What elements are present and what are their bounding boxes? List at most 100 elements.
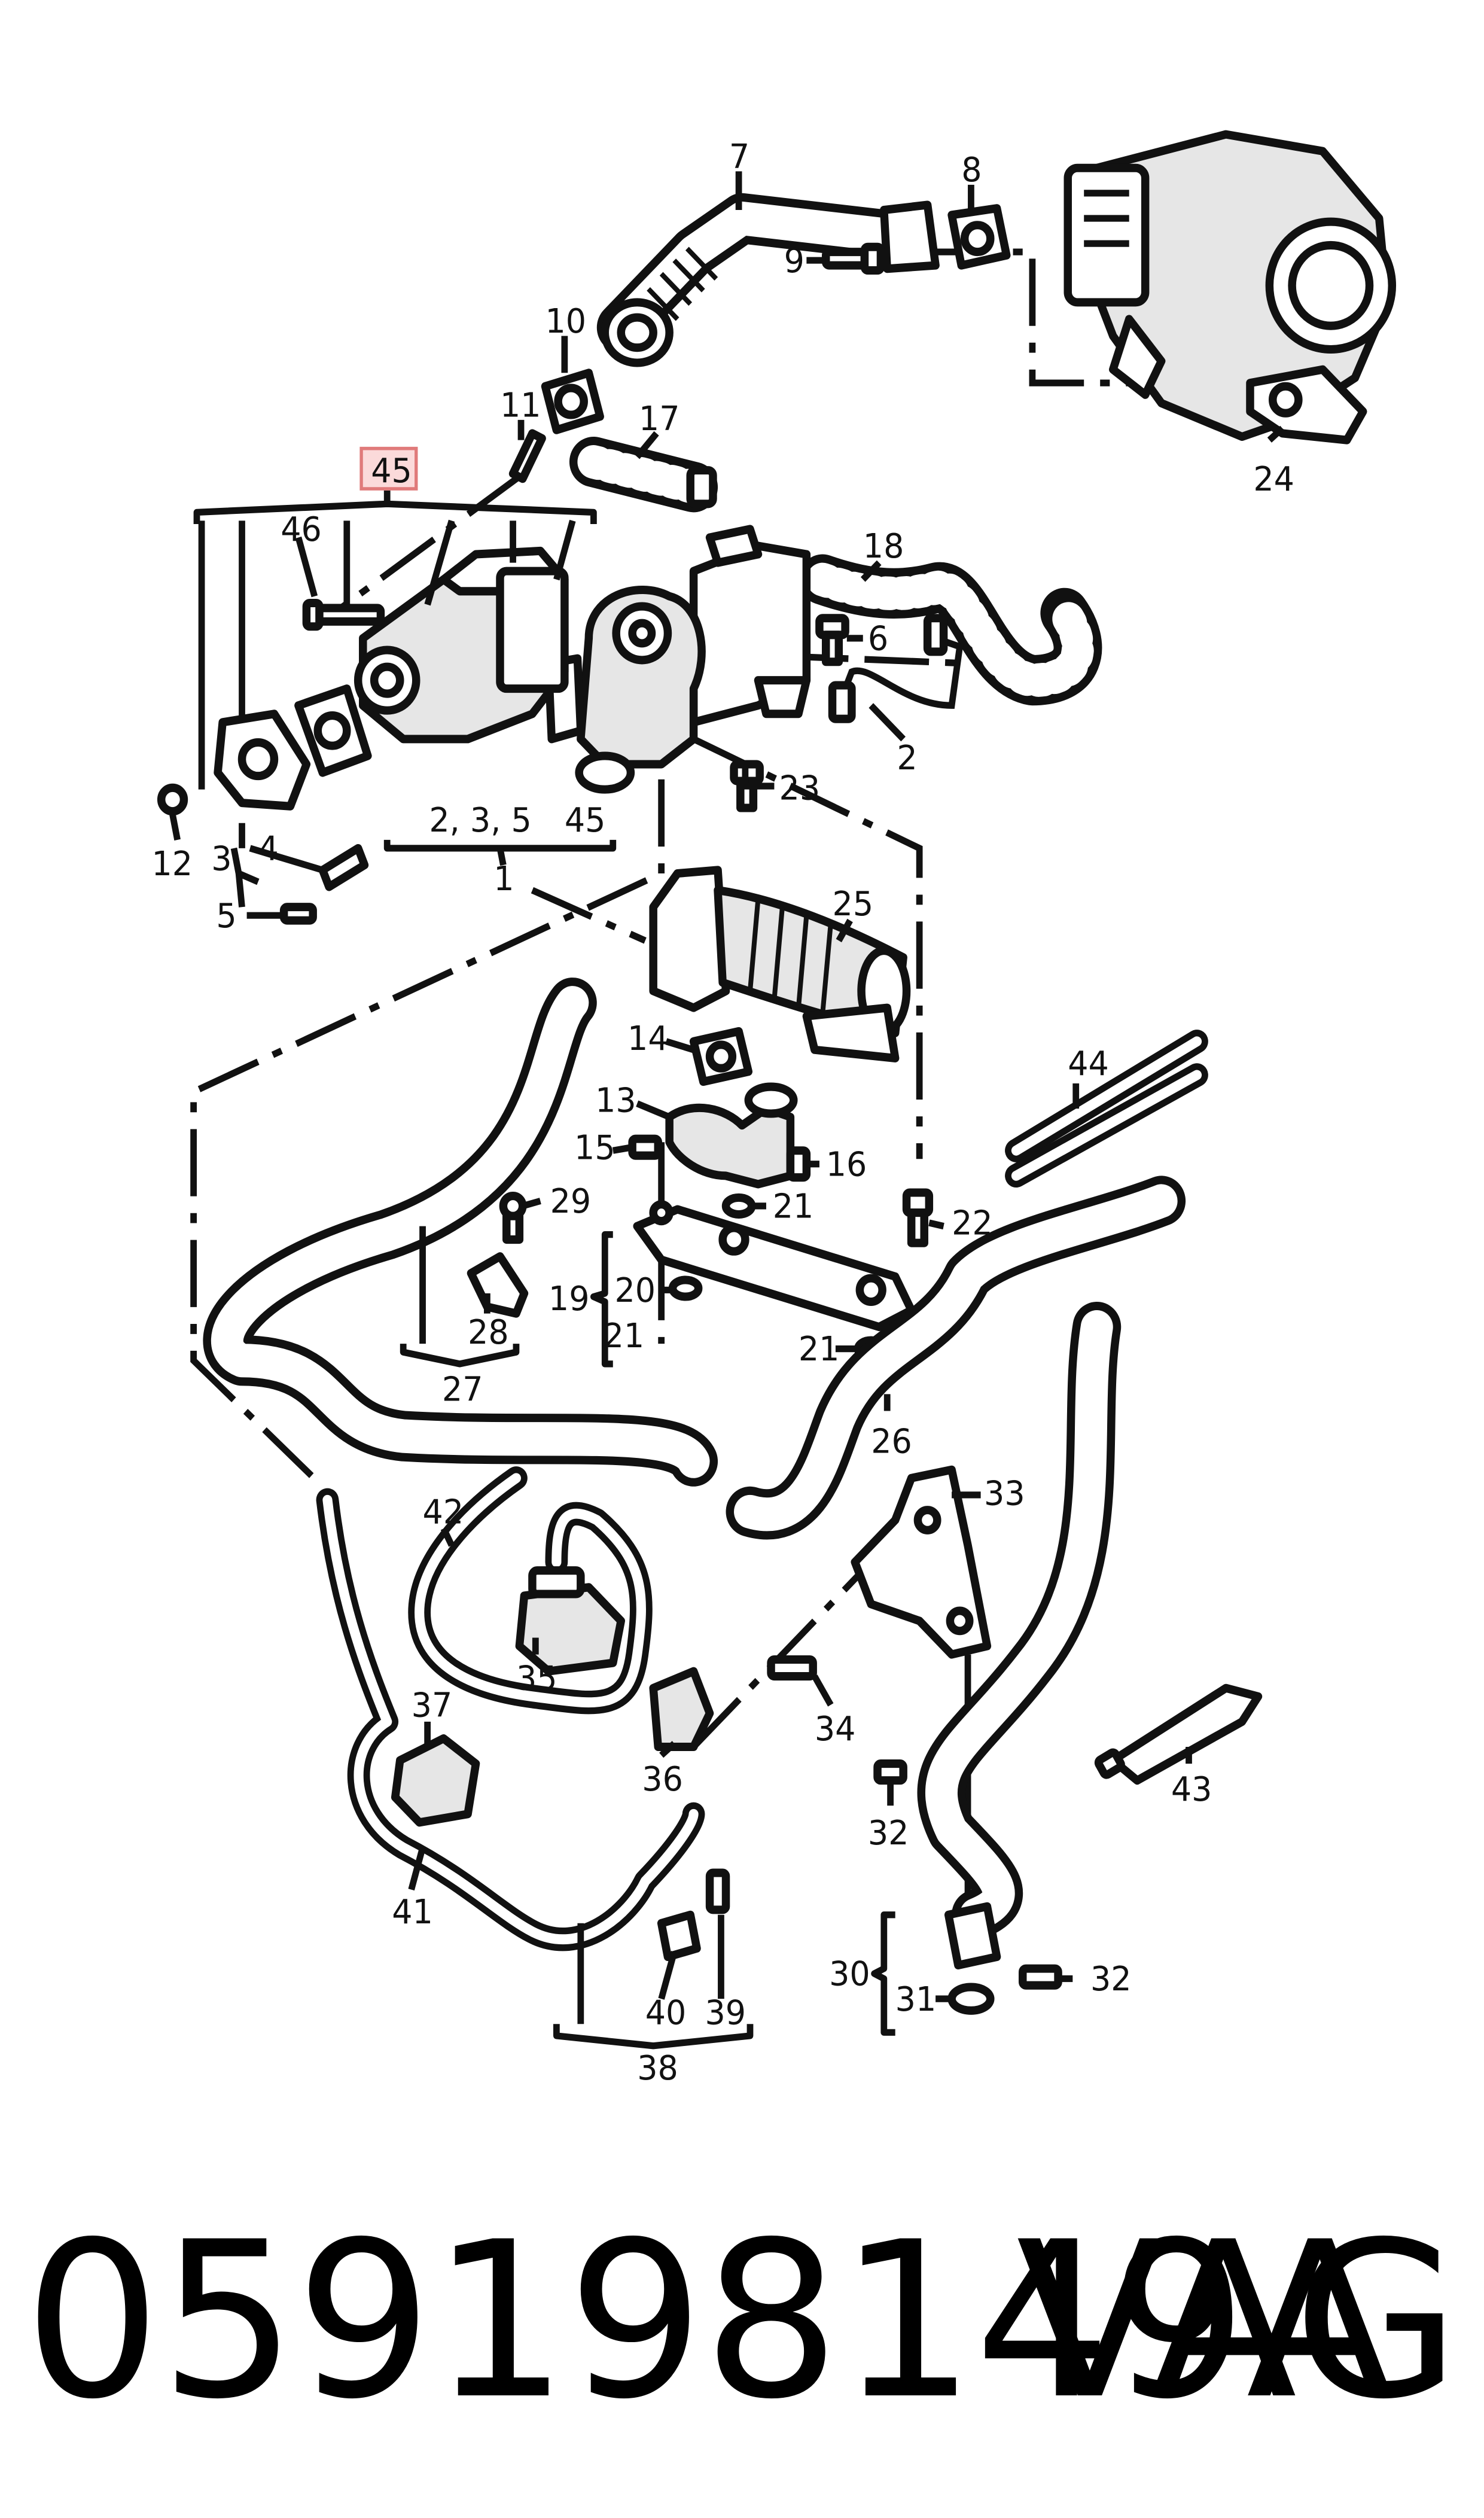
callout-7: 7 — [729, 137, 749, 176]
callout-23: 23 — [779, 768, 821, 807]
bolt-22 — [902, 1188, 934, 1247]
gasket-10 — [541, 369, 604, 434]
callout-12: 12 — [151, 844, 193, 883]
washer-20 — [668, 1275, 703, 1301]
exploded-parts-diagram: 7 8 9 10 11 17 45 46 18 6 2 23 24 12 3 4… — [151, 130, 1397, 2087]
egr-cooler-1 — [544, 525, 811, 794]
callout-24: 24 — [1253, 459, 1294, 498]
callout-21a: 21 — [773, 1187, 814, 1226]
o-ring-31 — [947, 1983, 995, 2015]
rubber-mount-36 — [649, 1667, 714, 1752]
egr-pipe-7 — [596, 193, 940, 367]
bolt-34 — [767, 1655, 817, 1681]
egr-valve — [354, 546, 569, 744]
hose-17 — [569, 436, 718, 513]
part-number: 059198149A — [24, 2196, 1394, 2446]
vacuum-hose-42 — [408, 1466, 653, 1715]
gasket-46 — [294, 684, 372, 777]
callout-1: 1 — [493, 859, 514, 898]
temperature-sensor-2 — [828, 614, 964, 723]
connector-39 — [705, 1868, 730, 1914]
callout-44: 44 — [1068, 1044, 1109, 1083]
vacuum-line-41 — [316, 1488, 705, 1951]
hose-30 — [917, 1301, 1122, 1970]
nut-12 — [157, 783, 188, 816]
callout-15: 15 — [574, 1128, 615, 1167]
callout-17: 17 — [639, 399, 680, 438]
bracket-4 — [318, 844, 369, 891]
callout-37: 37 — [412, 1685, 453, 1724]
callout-36: 36 — [642, 1759, 683, 1798]
callout-29: 29 — [550, 1182, 592, 1220]
bolt-15 — [628, 1134, 663, 1160]
callout-40: 40 — [645, 1993, 687, 2032]
callout-35: 35 — [516, 1659, 557, 1698]
callout-32a: 32 — [868, 1813, 909, 1852]
callout-2-3-5: 2, 3, 5 — [429, 800, 531, 839]
callout-21c: 21 — [799, 1329, 840, 1368]
callout-6: 6 — [868, 619, 888, 658]
elbow-pipe-13 — [665, 1082, 798, 1189]
callout-30: 30 — [829, 1954, 870, 1993]
callout-18: 18 — [863, 526, 904, 565]
sealant-tube-43 — [1094, 1683, 1263, 1785]
callout-21b: 21 — [604, 1316, 645, 1355]
callout-19: 19 — [548, 1279, 590, 1318]
bolt-16 — [786, 1146, 811, 1182]
callout-14: 14 — [627, 1019, 669, 1058]
group-45-brace — [193, 490, 597, 908]
callout-13: 13 — [595, 1081, 636, 1120]
bolt-29 — [499, 1192, 527, 1244]
callout-3: 3 — [211, 839, 231, 878]
bolt-9 — [821, 242, 885, 275]
hose-26 — [726, 1176, 1186, 1540]
callout-32b: 32 — [1090, 1959, 1132, 1998]
callout-42: 42 — [423, 1493, 464, 1531]
callout-10: 10 — [545, 302, 586, 340]
hose-27 — [203, 978, 718, 1487]
callout-31: 31 — [895, 1980, 937, 2018]
callout-27: 27 — [442, 1370, 483, 1409]
cable-ties-44 — [1005, 1030, 1208, 1188]
washer-21a — [721, 1193, 756, 1219]
callout-25: 25 — [833, 884, 874, 923]
bolt-32a — [873, 1759, 907, 1785]
gasket-8 — [947, 204, 1011, 270]
callout-28: 28 — [468, 1313, 509, 1351]
highlight-box-45 — [359, 446, 418, 491]
callout-20: 20 — [614, 1271, 656, 1310]
callout-33: 33 — [984, 1474, 1025, 1513]
intake-pipe-25 — [649, 866, 911, 1062]
solenoid-valve-35 — [515, 1566, 625, 1676]
callout-22: 22 — [952, 1204, 993, 1243]
hose-18 — [798, 554, 1102, 706]
clip-28 — [467, 1252, 529, 1318]
callout-38: 38 — [637, 2048, 678, 2087]
callout-41: 41 — [392, 1892, 433, 1931]
bolt-32b — [1018, 1964, 1062, 1990]
bolt-long — [302, 598, 385, 631]
callout-9: 9 — [784, 241, 805, 280]
connecting-piece — [214, 710, 311, 811]
callout-26: 26 — [871, 1422, 912, 1461]
callout-45b: 45 — [565, 800, 606, 839]
stud-11 — [508, 429, 546, 483]
callout-5: 5 — [216, 896, 236, 935]
connector-40 — [657, 1910, 701, 1961]
bracket-33 — [851, 1465, 992, 1659]
callout-43: 43 — [1171, 1770, 1212, 1808]
callout-45: 45 — [371, 451, 412, 490]
callout-39: 39 — [705, 1993, 746, 2032]
callout-labels: 7 8 9 10 11 17 45 46 18 6 2 23 24 12 3 4… — [151, 137, 1294, 2087]
gasket-14 — [689, 1027, 753, 1086]
leader-lines — [169, 171, 1285, 2050]
callout-46: 46 — [281, 510, 322, 549]
callout-8: 8 — [961, 150, 982, 189]
callout-34: 34 — [815, 1709, 856, 1748]
brand-name: VAG — [1016, 2196, 1460, 2446]
turbocharger-24 — [1064, 130, 1397, 444]
bolt-5 — [279, 903, 317, 925]
bolt-6 — [815, 614, 849, 666]
callout-11: 11 — [500, 385, 541, 424]
actuator-37 — [391, 1734, 480, 1827]
